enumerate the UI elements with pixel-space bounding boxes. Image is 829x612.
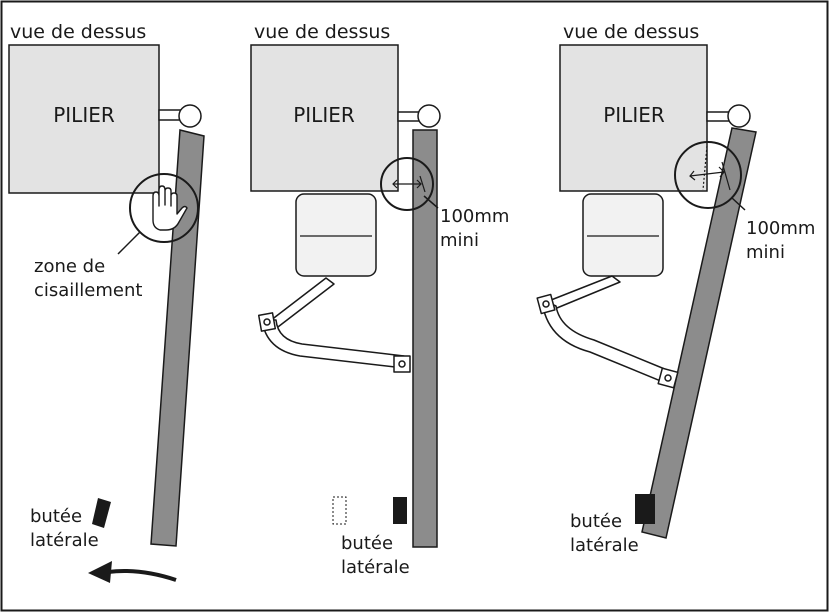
panel-3-gate-leaf xyxy=(641,127,757,539)
panel-1-gate-leaf xyxy=(150,129,205,547)
panel-3-title: vue de dessus xyxy=(563,21,699,43)
panel-3-gap-dimension xyxy=(689,145,731,191)
panel-3-stop-label-line-2: latérale xyxy=(570,535,639,556)
panel-3-hinge-pivot xyxy=(727,104,751,128)
panel-1-annotation-line-2: cisaillement xyxy=(34,280,142,301)
panel-3: vue de dessus PILIER 100mm mini xyxy=(536,21,815,556)
panel-2-annotation-line-1: 100mm xyxy=(440,206,509,227)
panel-3-gap-circle xyxy=(674,141,742,209)
panel-2-pillar xyxy=(250,44,399,192)
panel-1-stop-label-line-1: butée xyxy=(30,506,82,527)
panel-2-annotation-line-2: mini xyxy=(440,230,479,251)
curved-arrow-head xyxy=(88,561,112,583)
panel-2-annotation-leader xyxy=(423,195,439,209)
panel-1-annotation-line-1: zone de xyxy=(34,256,105,277)
hand-icon xyxy=(152,185,188,231)
panel-2-title: vue de dessus xyxy=(254,21,390,43)
panel-2-stop-label-line-1: butée xyxy=(341,533,393,554)
panel-2-side-stop-ghost xyxy=(332,496,347,525)
curved-arrow-icon xyxy=(107,569,177,582)
panel-2-motor-unit xyxy=(295,193,377,277)
panel-2-articulated-arm xyxy=(257,277,411,373)
panel-2-gate-leaf xyxy=(412,129,438,548)
panel-2: vue de dessus PILIER 100mm mini xyxy=(250,21,509,578)
panel-2-pillar-label: PILIER xyxy=(293,103,355,127)
panel-3-motor-unit xyxy=(582,193,664,277)
panel-1-hinge-pivot xyxy=(178,104,202,128)
panel-2-side-stop xyxy=(393,497,407,524)
panel-1-annotation-leader xyxy=(117,231,141,255)
panel-1-stop-label-line-2: latérale xyxy=(30,530,99,551)
panel-2-gap-circle xyxy=(380,157,434,211)
panel-1-pillar-label: PILIER xyxy=(53,103,115,127)
panel-1-side-stop xyxy=(92,498,111,528)
panel-1-title: vue de dessus xyxy=(10,21,146,43)
panel-3-pillar-label: PILIER xyxy=(603,103,665,127)
panel-1-pillar xyxy=(8,44,160,194)
panel-3-side-stop xyxy=(635,494,655,524)
panel-1: vue de dessus PILIER zone de cisaillemen… xyxy=(8,21,205,583)
panel-3-annotation-leader xyxy=(731,197,746,211)
panel-3-stop-label-line-1: butée xyxy=(570,511,622,532)
panel-3-annotation-line-2: mini xyxy=(746,242,785,263)
panel-1-shear-zone-circle xyxy=(129,173,199,243)
panel-2-gap-dimension xyxy=(392,175,426,193)
panel-2-hinge-pivot xyxy=(417,104,441,128)
panel-3-articulated-arm xyxy=(536,275,679,389)
panel-2-stop-label-line-2: latérale xyxy=(341,557,410,578)
panel-3-annotation-line-1: 100mm xyxy=(746,218,815,239)
